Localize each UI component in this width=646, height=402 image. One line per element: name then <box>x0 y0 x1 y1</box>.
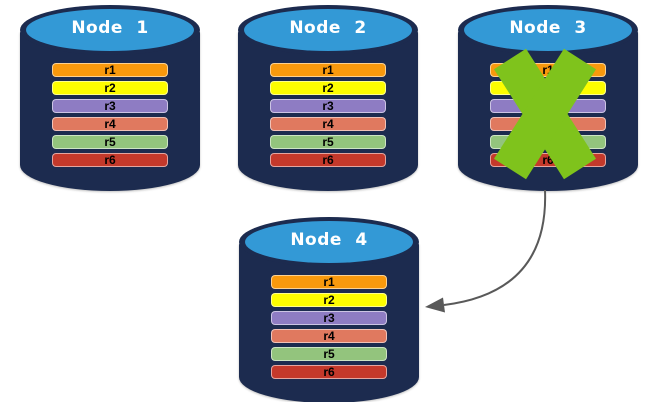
replication-arrow-line <box>443 189 547 306</box>
record-bar-r4: r4 <box>52 117 168 131</box>
record-bar-r2: r2 <box>52 81 168 95</box>
node-3-cylinder-top <box>464 9 632 51</box>
record-bar-r6: r6 <box>271 365 387 379</box>
record-bar-r5: r5 <box>271 347 387 361</box>
record-bar-r5: r5 <box>270 135 386 149</box>
record-bar-r6: r6 <box>270 153 386 167</box>
node-2-cylinder-top-rim <box>238 5 418 55</box>
node-1-title: Node 1 <box>71 18 149 38</box>
record-bar-r1: r1 <box>270 63 386 77</box>
record-bar-r2: r2 <box>270 81 386 95</box>
record-bar-r3: r3 <box>52 99 168 113</box>
node-4-cylinder-top-rim <box>239 217 419 267</box>
node-2-record-list: r1 r2 r3 r4 r5 r6 <box>270 63 386 167</box>
record-bar-r1: r1 <box>52 63 168 77</box>
failure-cross-stroke <box>493 48 597 180</box>
record-bar-r6: r6 <box>52 153 168 167</box>
node-1-cylinder-top <box>26 9 194 51</box>
node-4-cylinder-top <box>245 221 413 263</box>
node-1-record-list: r1 r2 r3 r4 r5 r6 <box>52 63 168 167</box>
node-1-cylinder-top-rim <box>20 5 200 55</box>
node-4-cylinder: Node 4 r1 r2 r3 r4 r5 r6 <box>239 217 419 402</box>
node-2-title: Node 2 <box>289 18 367 38</box>
node-2-cylinder: Node 2 r1 r2 r3 r4 r5 r6 <box>238 5 418 191</box>
node-2-cylinder-top <box>244 9 412 51</box>
replication-arrow-head <box>425 297 445 313</box>
record-bar-r5: r5 <box>52 135 168 149</box>
record-bar-r1: r1 <box>271 275 387 289</box>
node-3-title: Node 3 <box>509 18 587 38</box>
record-bar-r4: r4 <box>271 329 387 343</box>
node-1-cylinder: Node 1 r1 r2 r3 r4 r5 r6 <box>20 5 200 191</box>
record-bar-r3: r3 <box>271 311 387 325</box>
record-bar-r2: r2 <box>271 293 387 307</box>
node-4-record-list: r1 r2 r3 r4 r5 r6 <box>271 275 387 379</box>
record-bar-r3: r3 <box>270 99 386 113</box>
node-4-title: Node 4 <box>290 230 368 250</box>
failure-cross-icon <box>493 48 597 180</box>
record-bar-r4: r4 <box>270 117 386 131</box>
node-3-cylinder-top-rim <box>458 5 638 55</box>
